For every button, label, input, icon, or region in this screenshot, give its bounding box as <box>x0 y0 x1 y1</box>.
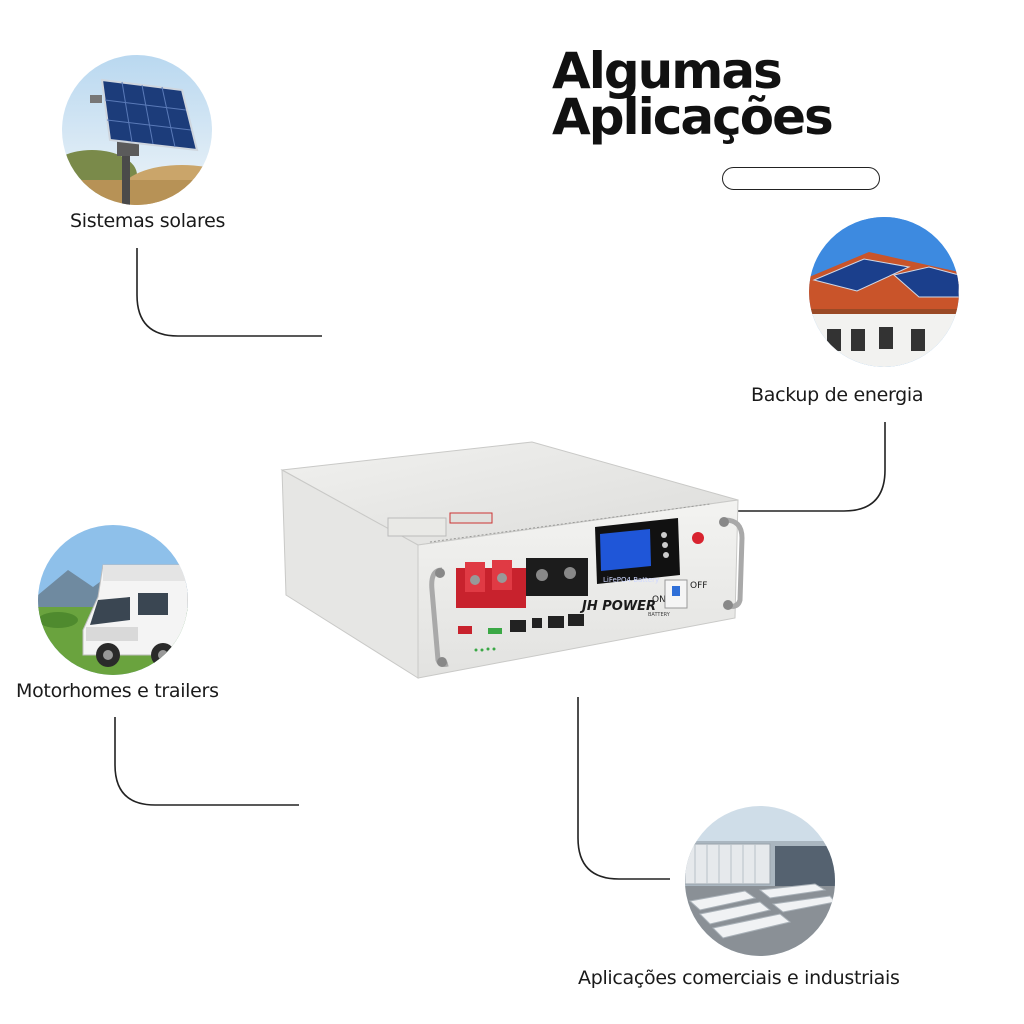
motorhome-photo <box>38 525 188 675</box>
spec-sticker <box>387 517 447 537</box>
brand-sub: BATTERY <box>648 612 671 618</box>
title-line-2: Aplicações <box>552 88 834 146</box>
industrial-storage-photo <box>685 806 835 956</box>
lifepo4-rack-battery: LiFePO4 Battery JH POWER ON BATTERY OFF <box>280 441 745 679</box>
connector-backup <box>738 422 886 512</box>
breaker-switch[interactable] <box>664 579 688 609</box>
connector-motorhome <box>114 717 299 806</box>
brand-logo: JH POWER <box>579 599 656 614</box>
connector-solar <box>136 248 322 337</box>
label-motorhomes: Motorhomes e trailers <box>16 680 219 702</box>
comm-ports[interactable] <box>510 614 584 632</box>
label-commercial-industrial: Aplicações comerciais e industriais <box>578 967 900 989</box>
title-underline-pill <box>722 167 880 190</box>
title-line-1: Algumas <box>552 42 783 100</box>
connector-industrial <box>577 697 670 880</box>
label-solar-systems: Sistemas solares <box>70 210 226 232</box>
positive-terminal[interactable] <box>456 560 526 608</box>
house-solar-roof-photo <box>809 217 959 367</box>
on-label: ON <box>652 595 666 605</box>
lcd-display: LiFePO4 Battery <box>595 518 680 584</box>
solar-panel-photo <box>62 55 212 205</box>
power-button[interactable] <box>692 532 704 544</box>
label-energy-backup: Backup de energia <box>751 384 924 406</box>
negative-terminal[interactable] <box>526 558 588 596</box>
off-label: OFF <box>690 581 707 591</box>
page-title: Algumas Aplicações <box>552 42 834 146</box>
lcd-caption: LiFePO4 Battery <box>603 576 659 584</box>
right-handle[interactable] <box>724 517 745 609</box>
